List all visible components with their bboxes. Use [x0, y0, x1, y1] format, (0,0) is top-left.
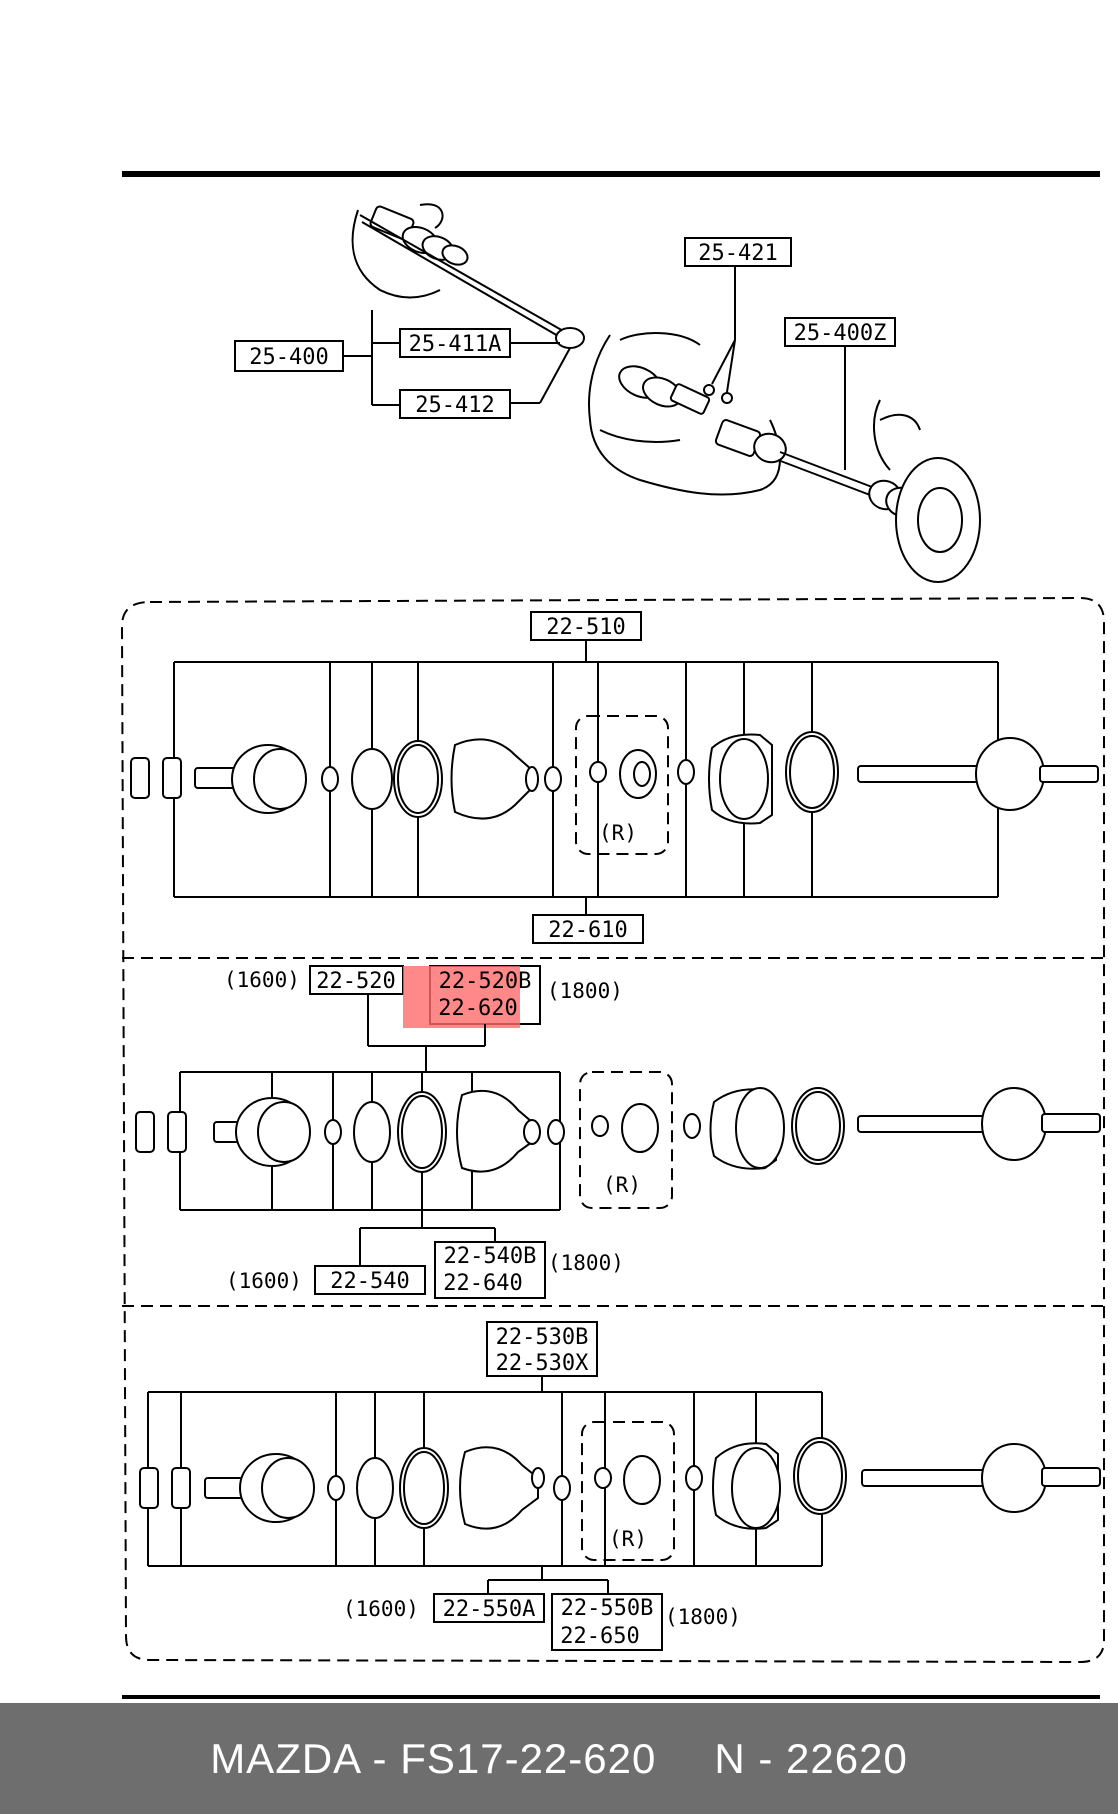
- label-22-520b: 22-520B: [439, 969, 532, 994]
- label-22-510: 22-510: [546, 615, 625, 640]
- highlight-22-620: [403, 966, 520, 1028]
- p1600-upper: (1600): [224, 968, 300, 992]
- r-annotation-1: (R): [599, 821, 637, 845]
- r-annotation-2: (R): [603, 1173, 641, 1197]
- label-22-520: 22-520: [316, 969, 395, 994]
- label-22-550a: 22-550A: [443, 1597, 536, 1622]
- section-3-assembly: 22-530B 22-530X (R): [139, 1321, 1101, 1651]
- p1800-lower: (1800): [665, 1605, 741, 1629]
- label-22-620: 22-620: [438, 996, 517, 1021]
- label-22-530b: 22-530B: [496, 1325, 589, 1350]
- label-25-400z: 25-400Z: [794, 321, 887, 346]
- variants-frame: [120, 596, 1105, 1664]
- part-number-caption: MAZDA - FS17-22-620: [210, 1734, 657, 1782]
- label-25-412: 25-412: [415, 393, 494, 418]
- label-22-610: 22-610: [548, 918, 627, 943]
- p1600-lower: (1600): [343, 1597, 419, 1621]
- label-22-640: 22-640: [443, 1271, 522, 1296]
- label-22-540b: 22-540B: [444, 1244, 537, 1269]
- reference-number-caption: N - 22620: [714, 1734, 908, 1782]
- p1800-upper: (1800): [547, 979, 623, 1003]
- p1800-mid: (1800): [548, 1251, 624, 1275]
- section-2-assembly: (1600) 22-520 22-520B 22-620 (1800): [135, 965, 1101, 1299]
- caption-bar: MAZDA - FS17-22-620 N - 22620: [0, 1703, 1118, 1814]
- label-22-540: 22-540: [330, 1269, 409, 1294]
- label-22-650: 22-650: [560, 1624, 639, 1649]
- label-25-411a: 25-411A: [409, 332, 502, 357]
- p1600-mid: (1600): [226, 1269, 302, 1293]
- r-annotation-3: (R): [609, 1527, 647, 1551]
- overview-assembly: 25-421 25-400Z 25-400 25-411A 25-412: [234, 203, 981, 583]
- section-1-assembly: 22-510 22-610 (R): [130, 611, 1099, 944]
- label-22-530x: 22-530X: [496, 1351, 589, 1376]
- label-25-421: 25-421: [698, 241, 777, 266]
- label-22-550b: 22-550B: [561, 1596, 654, 1621]
- label-25-400: 25-400: [249, 345, 328, 370]
